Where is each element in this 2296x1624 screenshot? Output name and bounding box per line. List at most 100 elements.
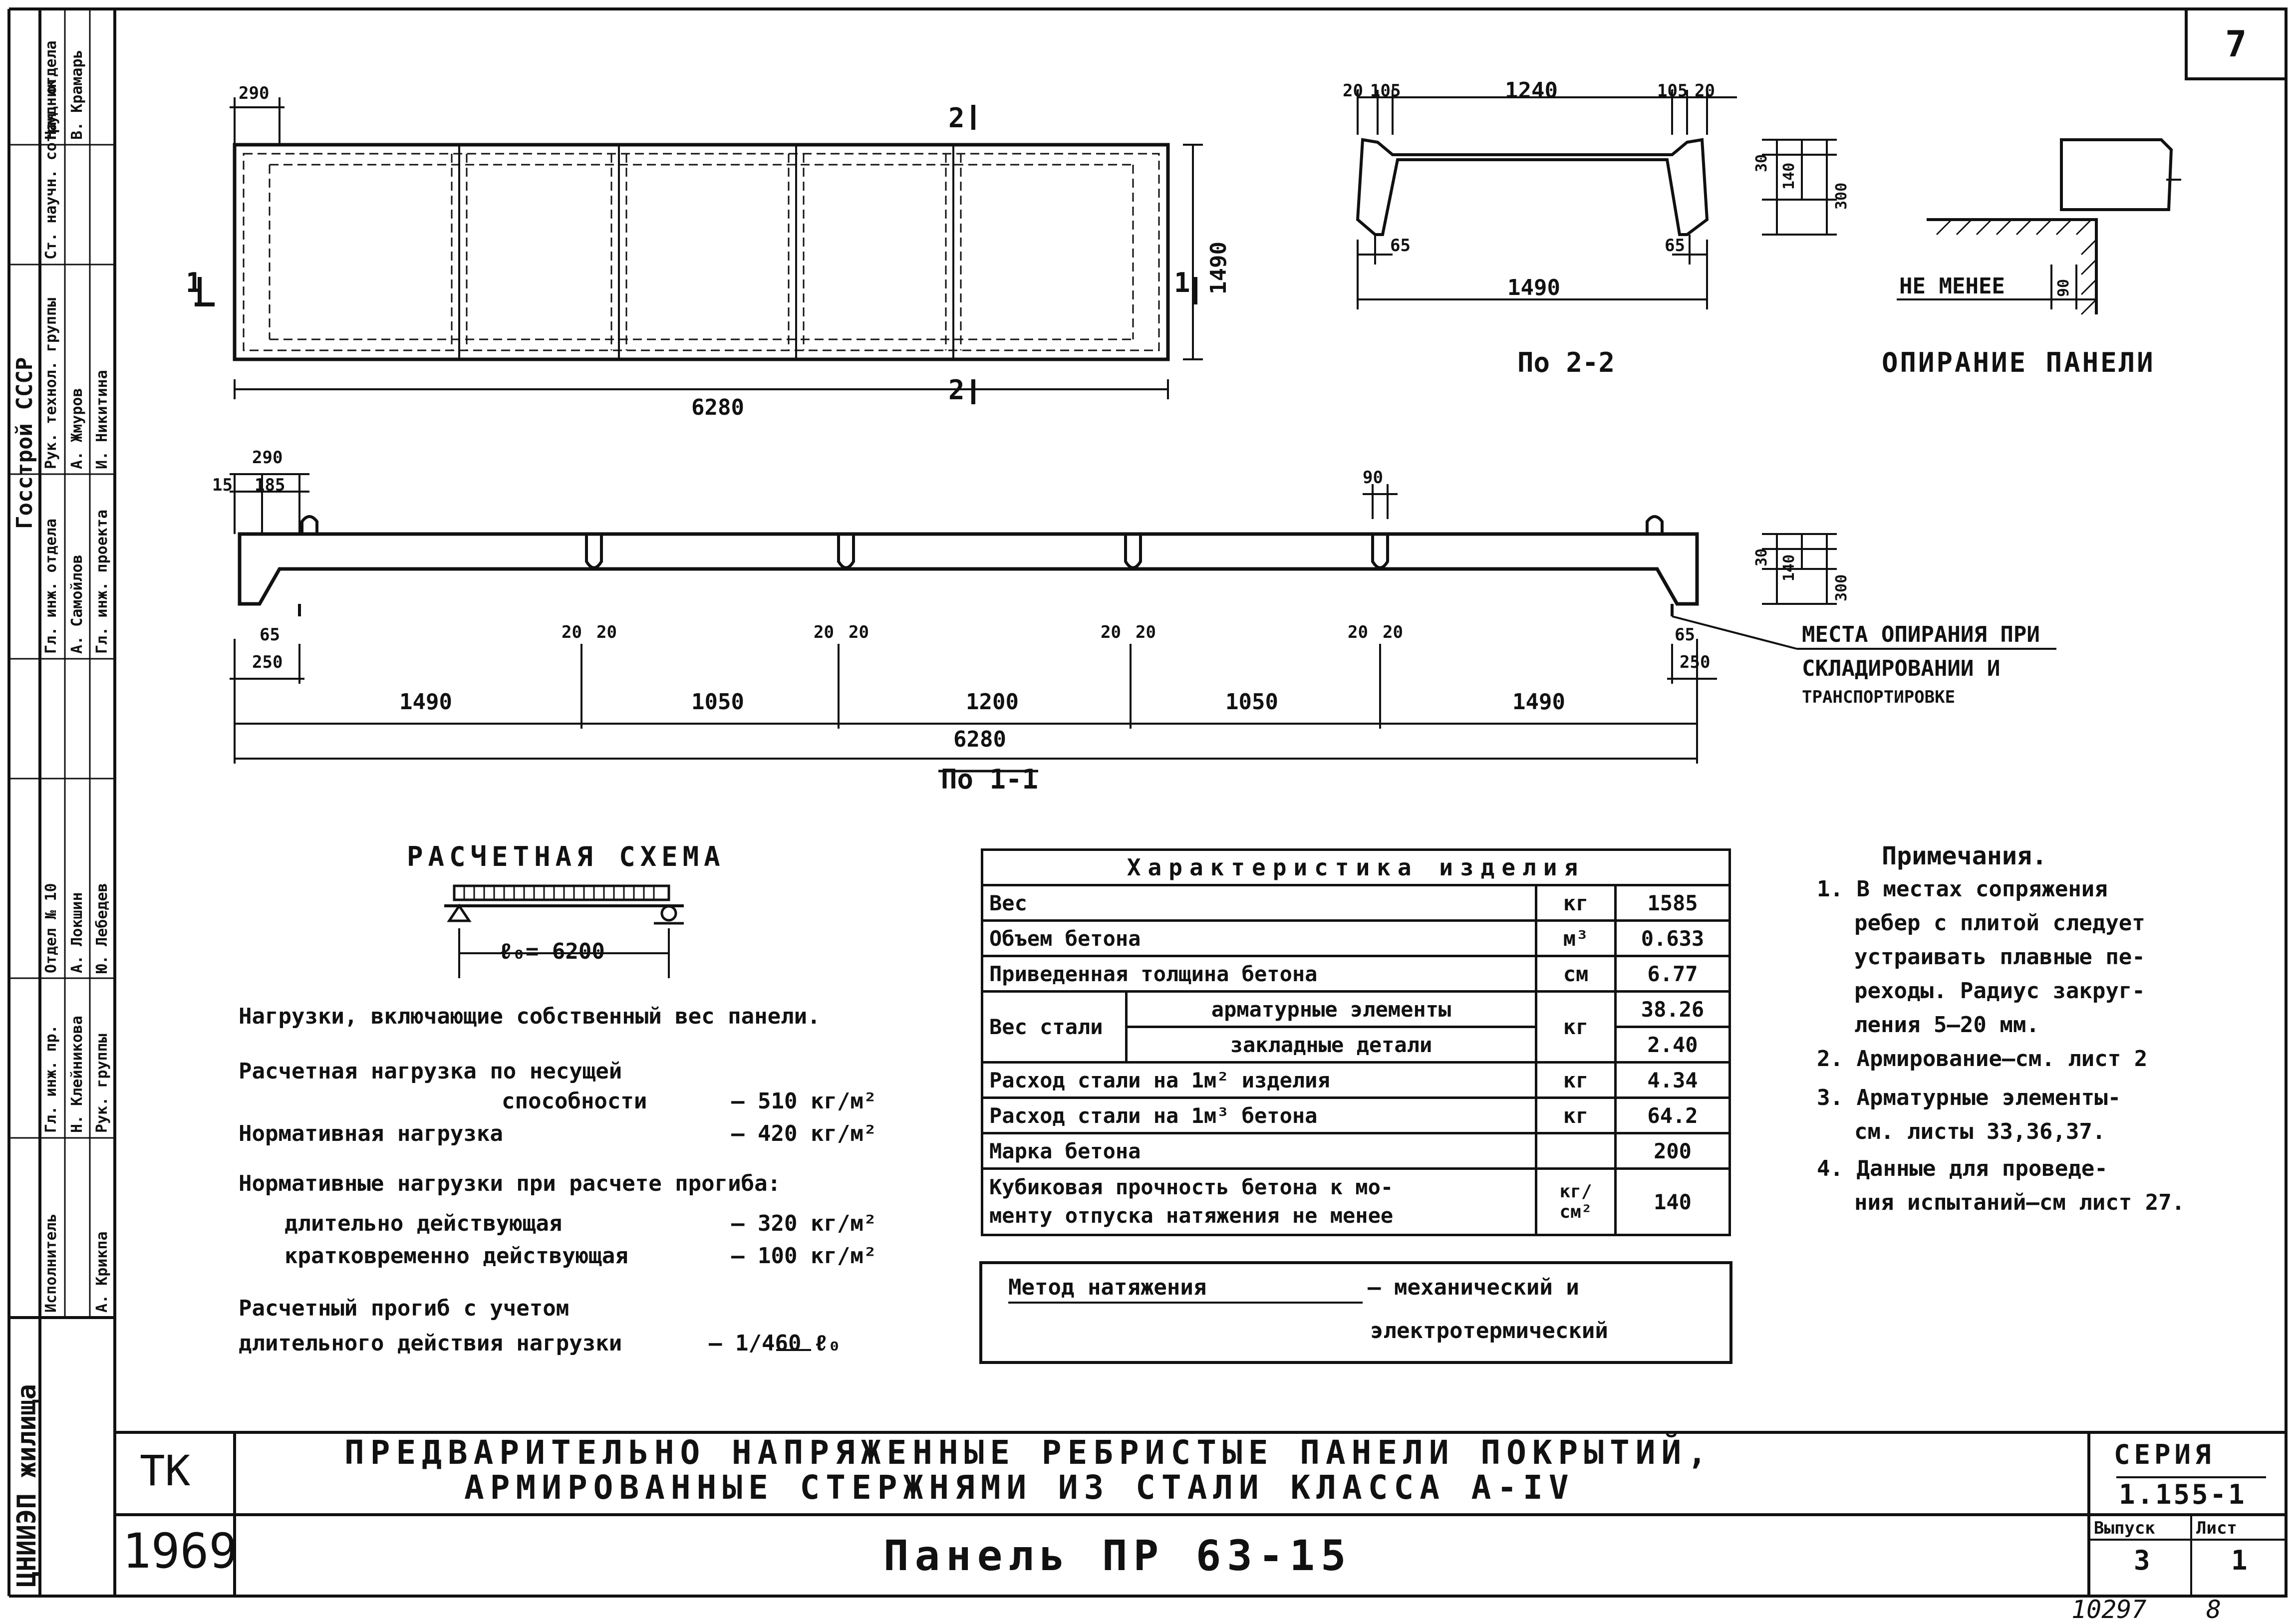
table-row: Вес кг 1585 [981,884,1731,922]
row-unit: см [1535,955,1617,993]
row-value: 140 [1614,1167,1731,1236]
loads-heading: Нагрузки, включающие собственный вес пан… [239,1004,821,1029]
sheet-number: 7 [2225,23,2247,65]
loads-long-label: длительно действующая [285,1211,563,1236]
plan-section-mark-top: 2 [948,102,965,134]
note-line: 2. Армирование–см. лист 2 [1817,1046,2148,1072]
elev-rib4-right: 20 [1383,622,1403,642]
row-value: 4.34 [1614,1061,1731,1099]
note-line: см. листы 33,36,37. [1854,1119,2106,1144]
elev-dim-15: 15 [212,475,233,495]
elev-rib1-left: 20 [562,622,582,642]
side-name: А. Крикпа [93,1231,111,1313]
note-line: ребер с плитой следует [1854,910,2145,936]
row-value: 1585 [1614,884,1731,922]
sec22-caption: По 2-2 [1517,347,1615,378]
elev-rib4-left: 20 [1348,622,1368,642]
row-unit: кг [1535,1096,1617,1134]
row-label: Расход стали на 1м³ бетона [981,1096,1537,1134]
loads-design-value: – 510 кг/м² [731,1088,877,1114]
elev-rib3-right: 20 [1136,622,1156,642]
elev-dim-290: 290 [252,448,283,468]
loads-short-value: – 100 кг/м² [731,1243,877,1269]
row-label: Расход стали на 1м² изделия [981,1061,1537,1099]
side-stamp-gosstroy: Госстрой СССР [12,357,37,529]
scheme-title: Расчетная схема [407,841,725,872]
stamp-number-2: 8 [2206,1595,2222,1624]
row-label: Вес стали [981,990,1128,1064]
side-role: Рук. группы [93,1034,111,1133]
titleblock-sheet-label: Лист [2196,1518,2237,1538]
side-name: Ю. Лебедев [93,883,111,973]
elev-dim-300: 300 [1833,574,1850,601]
elev-dim-250-right: 250 [1680,652,1711,672]
table-row: Вес стали арматурные элементы кг 38.26 [981,990,1731,1064]
row-sublabel: закладные детали [1125,1026,1537,1064]
titleblock-series-value: 1.155-1 [2119,1479,2247,1510]
sec22-dim-30: 30 [1753,154,1770,172]
row-value: 0.633 [1614,919,1731,957]
side-name: В. Крамарь [68,49,86,140]
titleblock-sheet-value: 1 [2231,1545,2248,1576]
sec22-dim-300: 300 [1833,182,1850,210]
row-unit: м³ [1535,919,1617,957]
note-line: устраивать плавные пе- [1854,944,2145,970]
elev-rib3-left: 20 [1101,622,1121,642]
note-line: реходы. Радиус закруг- [1854,978,2145,1004]
side-name: И. Никитина [93,370,111,469]
plan-section-mark-right: 1 [1174,267,1190,298]
row-unit: кг [1535,884,1617,922]
note-line: 3. Арматурные элементы- [1817,1085,2121,1110]
elev-span-5: 1490 [1512,689,1565,715]
loads-deflection-heading: Нормативные нагрузки при расчете прогиба… [239,1171,781,1196]
plan-dim-length: 6280 [691,395,744,420]
elev-note-line3: транспортировке [1802,687,1956,707]
table-row: Объем бетона м³ 0.633 [981,919,1731,957]
titleblock-title-line2: армированные стержнями из стали класса А… [464,1468,1575,1507]
elev-note-line2: складировании и [1802,656,2001,681]
titleblock-org-code: ТК [140,1446,191,1495]
side-name: А. Самойлов [68,554,86,654]
sec22-dim-base: 1490 [1507,275,1560,300]
loads-normative-label: Нормативная нагрузка [239,1121,503,1146]
loads-design-line1: Расчетная нагрузка по несущей [239,1059,622,1084]
elev-rib1-right: 20 [596,622,617,642]
titleblock-panel-name: Панель ПР 63-15 [883,1531,1352,1580]
row-value: 38.26 [1614,990,1731,1028]
elev-span-3: 1200 [966,689,1019,715]
elev-dim-90: 90 [1363,468,1383,488]
loads-short-label: кратковременно действующая [285,1243,628,1269]
side-role: Рук. технол. группы [42,297,60,469]
plan-section-mark-left: 1 [186,267,202,298]
elev-total: 6280 [953,727,1006,752]
row-unit: кг [1535,1061,1617,1099]
elev-note-line1: Места опирания при [1802,622,2040,647]
tension-method-value1: – механический и [1368,1275,1579,1300]
sec22-dim-105-left: 105 [1370,81,1401,101]
table-row: Марка бетона 200 [981,1132,1731,1170]
side-role: Ст. научн. сотрудник [42,79,60,260]
loads-calc-value: – 1/460 ℓ₀ [709,1331,841,1356]
support-min-label: Не менее [1899,273,2005,299]
notes-title: Примечания. [1882,841,2047,870]
elev-span-1: 1490 [399,689,452,715]
characteristics-title: Характеристика изделия [981,848,1731,886]
elev-dim-250-left: 250 [252,652,283,672]
row-label-line2: менту отпуска натяжения не менее [989,1203,1394,1228]
note-line: 1. В местах сопряжения [1817,876,2108,902]
characteristics-table: Характеристика изделия Вес кг 1585 Объем… [981,848,1731,1236]
row-unit: кг/см² [1535,1167,1617,1236]
plan-dim-top-left: 290 [239,83,270,103]
elev-dim-65-right: 65 [1675,625,1695,645]
loads-design-line2: способности [502,1088,647,1114]
side-role: Гл. инж. пр. [42,1025,60,1133]
elev-dim-65-left: 65 [260,625,280,645]
side-role: Отдел № 10 [42,883,60,973]
loads-calc-line1: Расчетный прогиб с учетом [239,1296,570,1321]
side-stamp-org: ЦНИИЭП жилища [12,1384,42,1587]
elev-span-4: 1050 [1225,689,1278,715]
side-role: Гл. инж. отдела [42,519,60,654]
side-name: А. Жмуров [68,388,86,469]
row-label: Вес [981,884,1537,922]
